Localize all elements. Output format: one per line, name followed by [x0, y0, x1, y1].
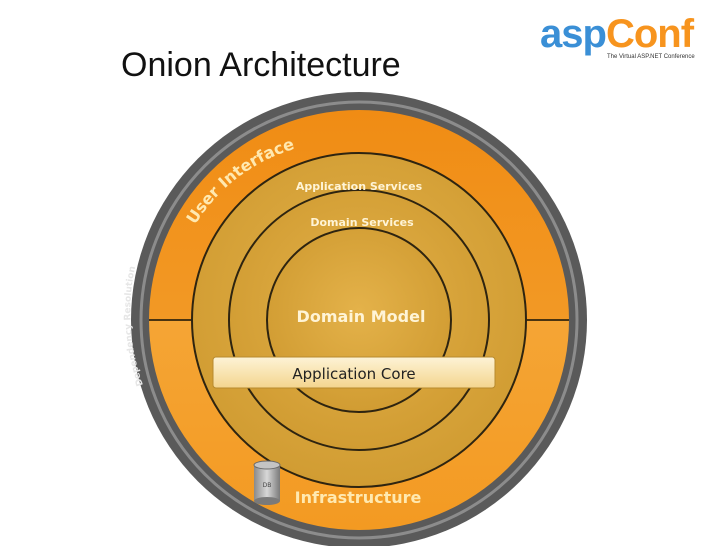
domain-services-label: Domain Services: [310, 216, 414, 229]
logo-conf: Conf: [605, 12, 694, 56]
application-core-label: Application Core: [292, 365, 415, 383]
infrastructure-label: Infrastructure: [295, 488, 422, 507]
logo-wordmark: aspConf: [540, 12, 694, 57]
application-services-label: Application Services: [296, 180, 423, 193]
aspconf-logo: aspConf The Virtual ASP.NET Conference: [536, 12, 724, 64]
database-icon: [253, 460, 281, 505]
logo-asp: asp: [540, 12, 607, 56]
database-icon-label: DB: [263, 482, 272, 489]
domain-model-label: Domain Model: [297, 307, 426, 326]
application-core-band: [212, 356, 496, 389]
slide-title: Onion Architecture: [121, 46, 401, 84]
logo-tagline: The Virtual ASP.NET Conference: [607, 54, 695, 60]
